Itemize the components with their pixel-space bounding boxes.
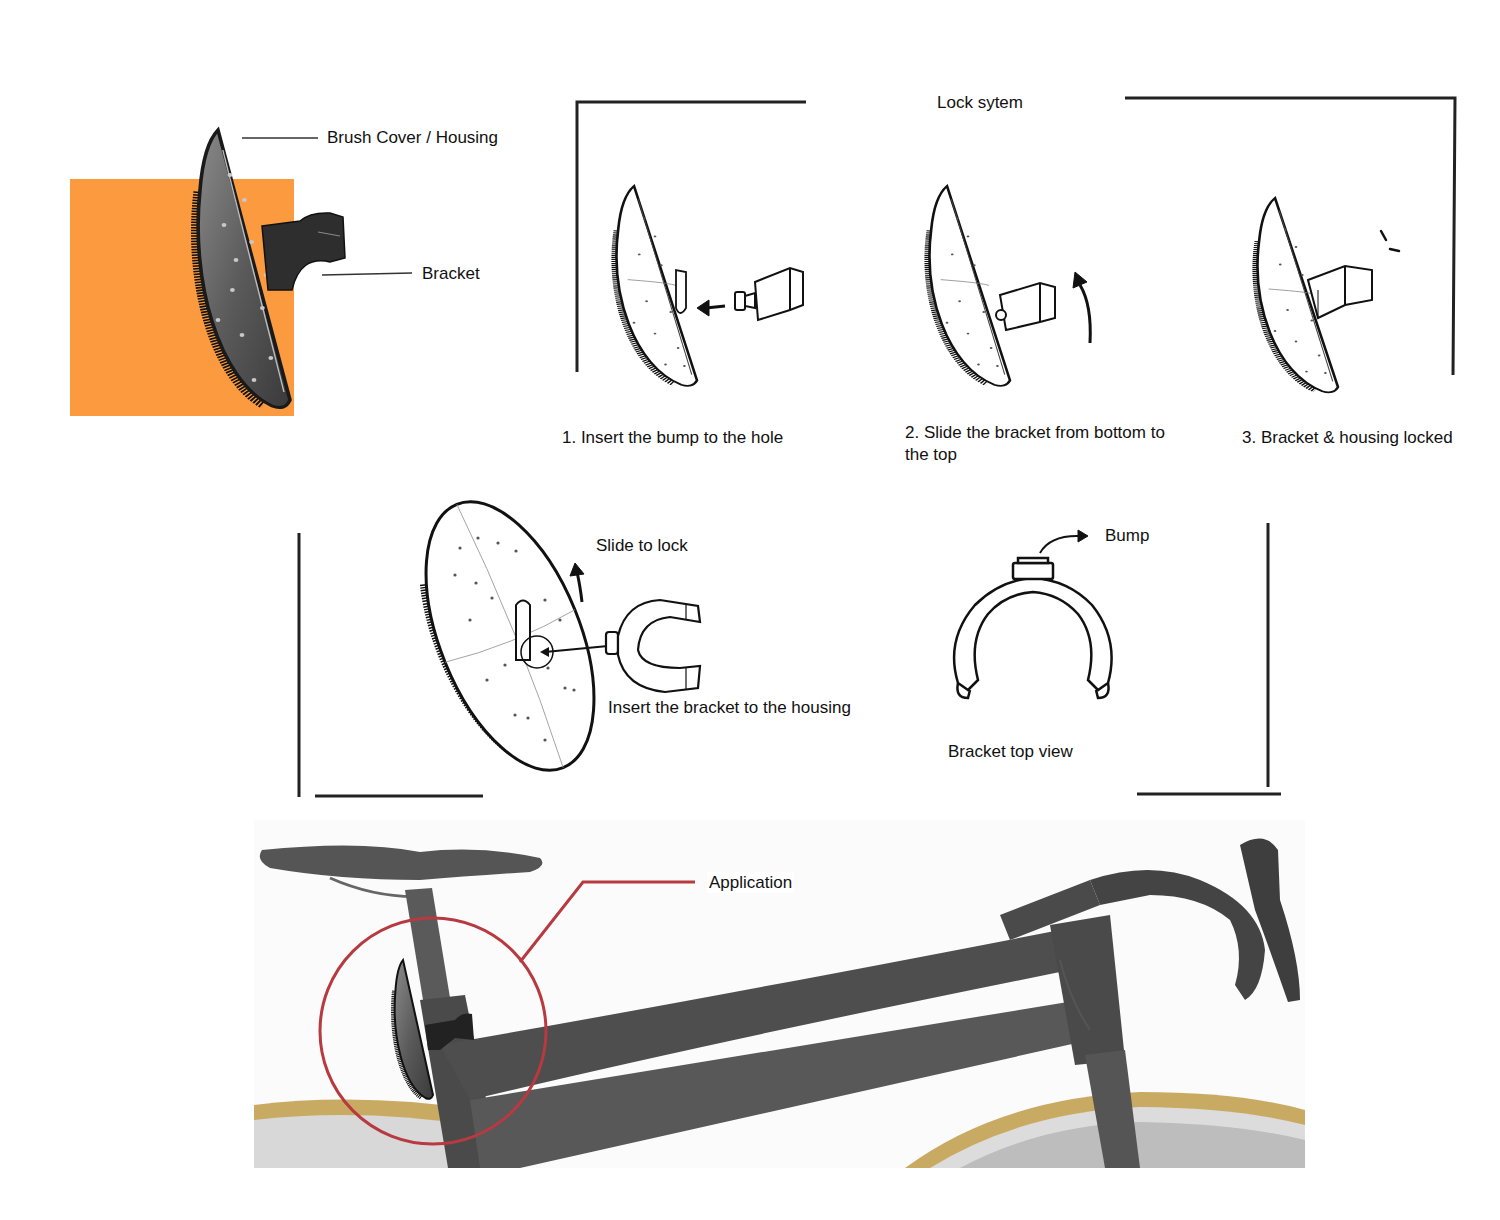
bracket-top-view xyxy=(954,578,1112,698)
step-caption: 1. Insert the bump to the hole xyxy=(562,427,783,448)
leader-line xyxy=(242,137,318,139)
callout-label: Application xyxy=(707,872,794,893)
instruction-label: Insert the bracket to the housing xyxy=(608,697,851,718)
part-label: Brush Cover / Housing xyxy=(327,127,498,148)
housing-sketch xyxy=(930,186,1010,386)
housing-back-view xyxy=(392,478,628,794)
bracket-sketch xyxy=(996,283,1055,330)
view-label: Bracket top view xyxy=(948,741,1073,762)
housing-sketch xyxy=(617,186,697,386)
bicycle-photo xyxy=(254,820,1305,1168)
highlight-circle xyxy=(320,918,546,1144)
bracket-sketch xyxy=(735,268,803,320)
step-caption: 2. Slide the bracket from bottom to the … xyxy=(905,422,1167,466)
lock-slot xyxy=(516,601,530,661)
instruction-label: Slide to lock xyxy=(596,535,688,556)
leader-line xyxy=(322,273,412,275)
step-caption: 3. Bracket & housing locked xyxy=(1242,427,1453,448)
bracket-sketch xyxy=(606,600,700,692)
section-title: Lock sytem xyxy=(935,92,1025,113)
bracket-sketch xyxy=(1308,266,1372,318)
frame-bracket xyxy=(577,98,1455,375)
bracket-render xyxy=(262,213,345,290)
click-marks xyxy=(1381,231,1399,251)
leader-line xyxy=(520,882,695,962)
part-label: Bracket xyxy=(422,263,480,284)
part-label: Bump xyxy=(1105,525,1149,546)
bump-symbol xyxy=(1013,558,1053,579)
